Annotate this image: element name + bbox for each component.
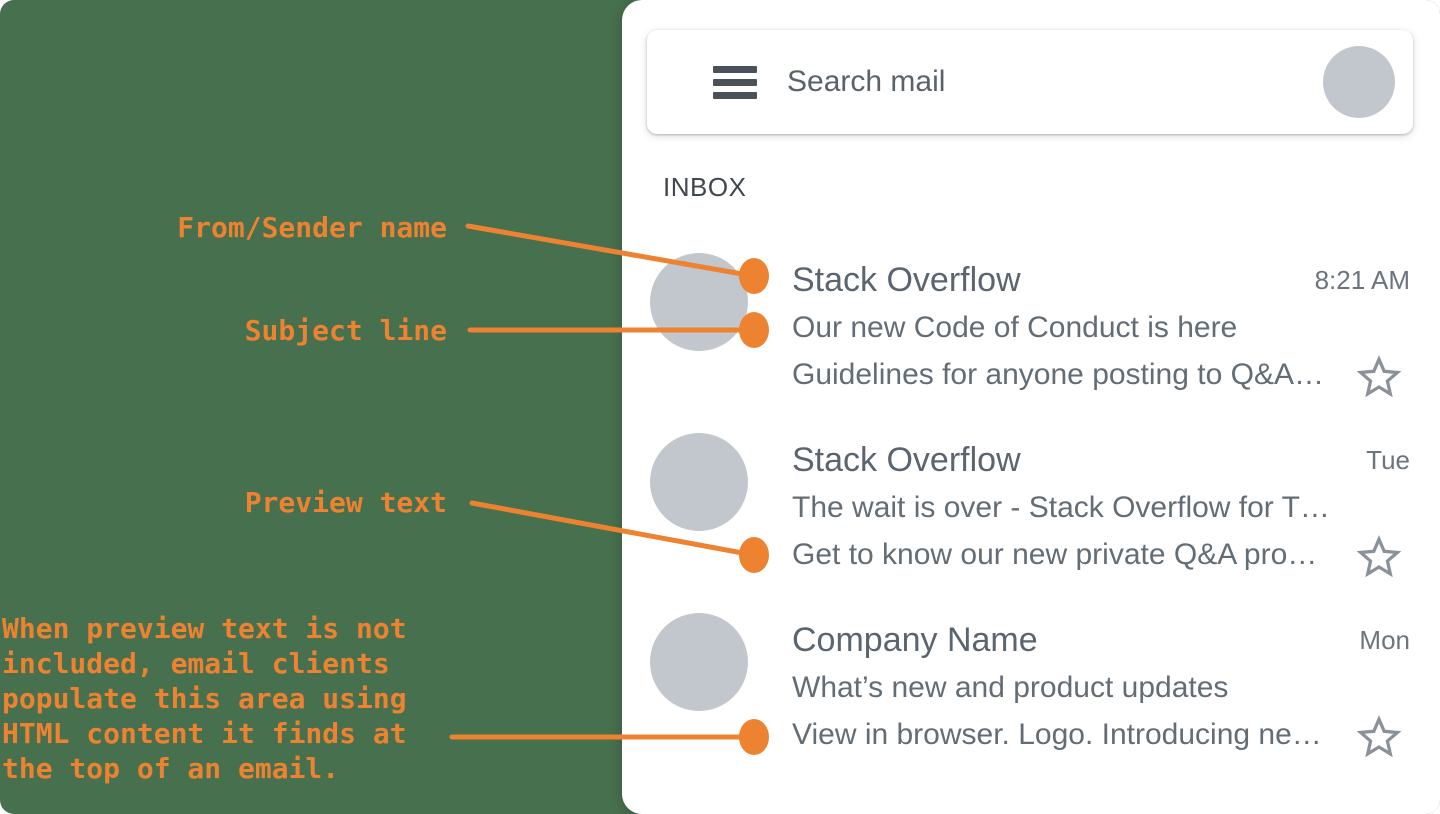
subject-line: What’s new and product updates xyxy=(792,671,1229,704)
subject-line: The wait is over - Stack Overflow for T… xyxy=(792,491,1330,524)
annotation-label-preview: Preview text xyxy=(244,486,447,519)
sender-avatar xyxy=(650,613,748,711)
search-input[interactable] xyxy=(787,65,1323,99)
annotation-note-line: HTML content it finds at xyxy=(2,717,407,750)
preview-text: Get to know our new private Q&A pro… xyxy=(792,538,1318,571)
email-time: Mon xyxy=(1359,625,1410,655)
preview-text: View in browser. Logo. Introducing ne… xyxy=(792,718,1322,751)
account-avatar[interactable] xyxy=(1323,46,1395,118)
star-icon[interactable] xyxy=(1356,355,1402,401)
annotation-label-subject: Subject line xyxy=(244,314,447,347)
sender-avatar xyxy=(650,253,748,351)
annotation-note-line: populate this area using xyxy=(2,682,407,715)
sender-name: Stack Overflow xyxy=(792,261,1021,299)
annotation-label-sender: From/Sender name xyxy=(177,211,447,244)
email-row-2[interactable]: Stack Overflow Tue The wait is over - St… xyxy=(622,433,1440,593)
preview-text: Guidelines for anyone posting to Q&A… xyxy=(792,358,1324,391)
email-row-3[interactable]: Company Name Mon What’s new and product … xyxy=(622,613,1440,773)
annotation-note-line: the top of an email. xyxy=(2,752,340,785)
email-row-1[interactable]: Stack Overflow 8:21 AM Our new Code of C… xyxy=(622,253,1440,413)
star-icon[interactable] xyxy=(1356,715,1402,761)
inbox-section-label: INBOX xyxy=(663,172,747,202)
star-icon[interactable] xyxy=(1356,535,1402,581)
subject-line: Our new Code of Conduct is here xyxy=(792,311,1238,344)
annotation-note-line: When preview text is not xyxy=(2,612,407,645)
sender-name: Company Name xyxy=(792,621,1038,659)
email-client-card: INBOX Stack Overflow 8:21 AM Our new Cod… xyxy=(622,0,1440,814)
hamburger-menu-icon[interactable] xyxy=(713,60,757,105)
annotation-note: When preview text is not included, email… xyxy=(2,611,472,786)
email-time: Tue xyxy=(1366,445,1410,475)
search-bar[interactable] xyxy=(647,30,1413,134)
sender-name: Stack Overflow xyxy=(792,441,1021,479)
sender-avatar xyxy=(650,433,748,531)
annotation-note-line: included, email clients xyxy=(2,647,390,680)
email-time: 8:21 AM xyxy=(1314,265,1410,295)
